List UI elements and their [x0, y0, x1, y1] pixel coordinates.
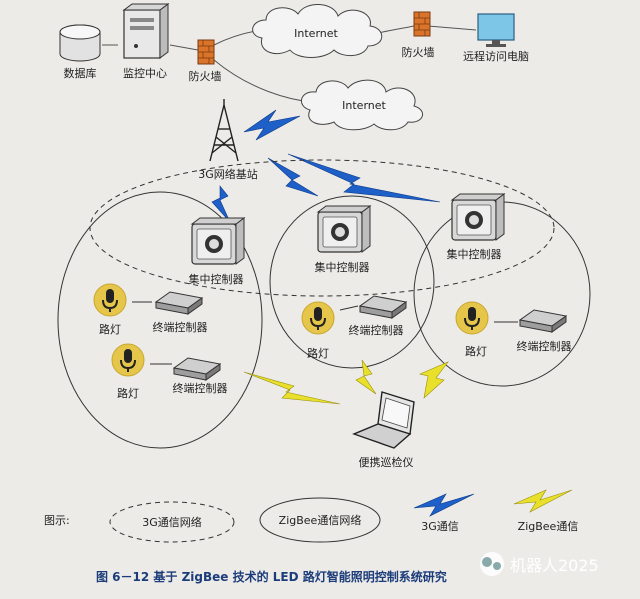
- bolt-3g-left: [211, 185, 231, 223]
- lamp-middle-label: 路灯: [307, 347, 329, 360]
- watermark-text: 机器人2025: [510, 556, 599, 575]
- bolt-zigbee-middle: [355, 359, 377, 395]
- firewall-right-label: 防火墙: [402, 45, 435, 59]
- controller-middle-label: 集中控制器: [315, 260, 370, 274]
- bolt-3g-middle: [267, 157, 319, 197]
- lamp-left-2-label: 路灯: [117, 387, 139, 400]
- server-icon: [122, 3, 170, 59]
- 3g-network-ellipse: [89, 159, 555, 297]
- inspector-label: 便携巡检仪: [359, 455, 414, 469]
- legend-zigbee-network-label: ZigBee通信网络: [279, 513, 362, 527]
- legend-3g-network-shape: [109, 501, 235, 543]
- antenna-tower-icon: [209, 99, 239, 162]
- figure-caption: 图 6－12 基于 ZigBee 技术的 LED 路灯智能照明控制系统研究: [96, 569, 447, 584]
- legend-3g-network-label: 3G通信网络: [142, 515, 202, 529]
- zigbee-cluster-left: [57, 191, 263, 449]
- internet-top-label: Internet: [294, 27, 338, 40]
- bolt-3g-right: [287, 153, 441, 203]
- controller-left-label: 集中控制器: [189, 272, 244, 286]
- legend-3g-bolt-icon: [413, 493, 475, 517]
- internet-top-cloud-icon: [252, 4, 383, 58]
- controller-left-icon: [191, 217, 245, 265]
- controller-middle-icon: [317, 205, 371, 253]
- controller-right-icon: [451, 193, 505, 241]
- lamp-right-icon: [455, 301, 489, 335]
- database-label: 数据库: [64, 66, 97, 80]
- legend-3g-comm-label: 3G通信: [421, 520, 459, 533]
- controller-right-label: 集中控制器: [447, 247, 502, 261]
- terminal-left-1-icon: [155, 291, 203, 315]
- zigbee-links: [243, 359, 449, 405]
- firewall-right-icon: [413, 11, 431, 37]
- legend-title: 图示:: [44, 514, 70, 527]
- firewall-left-label: 防火墙: [189, 69, 222, 83]
- legend-zigbee-bolt-icon: [513, 489, 573, 513]
- laptop-icon: [352, 391, 415, 449]
- firewall-left-icon: [197, 39, 215, 65]
- legend-zigbee-comm-label: ZigBee通信: [518, 520, 579, 533]
- base-station-label: 3G网络基站: [198, 167, 258, 181]
- terminal-right-icon: [519, 309, 567, 333]
- bolt-zigbee-right: [419, 361, 449, 399]
- lamp-left-1-icon: [93, 283, 127, 317]
- internet-mid-cloud-icon: [301, 79, 423, 131]
- legend-zigbee-network-shape: [259, 497, 381, 543]
- terminal-left-1-label: 终端控制器: [153, 320, 208, 334]
- terminal-left-2-icon: [173, 357, 221, 381]
- terminal-left-2-label: 终端控制器: [173, 381, 228, 395]
- monitor-icon: [477, 13, 515, 47]
- internet-mid-label: Internet: [342, 99, 386, 112]
- bolt-3g-to-internet: [243, 109, 301, 141]
- lamp-middle-icon: [301, 301, 335, 335]
- remote-pc-label: 远程访问电脑: [463, 50, 529, 63]
- terminal-middle-icon: [359, 295, 407, 319]
- lamp-right-label: 路灯: [465, 345, 487, 358]
- legend: 图示: 3G通信网络 ZigBee通信网络 3G通信 ZigBee通信: [44, 489, 579, 543]
- terminal-middle-label: 终端控制器: [349, 323, 404, 337]
- monitor-center-label: 监控中心: [123, 66, 167, 80]
- watermark: 机器人2025: [480, 552, 599, 576]
- lamp-left-1-label: 路灯: [99, 323, 121, 336]
- bolt-zigbee-left: [243, 371, 341, 405]
- zigbee-cluster-middle: [269, 195, 435, 369]
- database-icon: [59, 24, 101, 62]
- lamp-left-2-icon: [111, 343, 145, 377]
- terminal-right-label: 终端控制器: [517, 339, 572, 353]
- 3g-links: [211, 109, 441, 223]
